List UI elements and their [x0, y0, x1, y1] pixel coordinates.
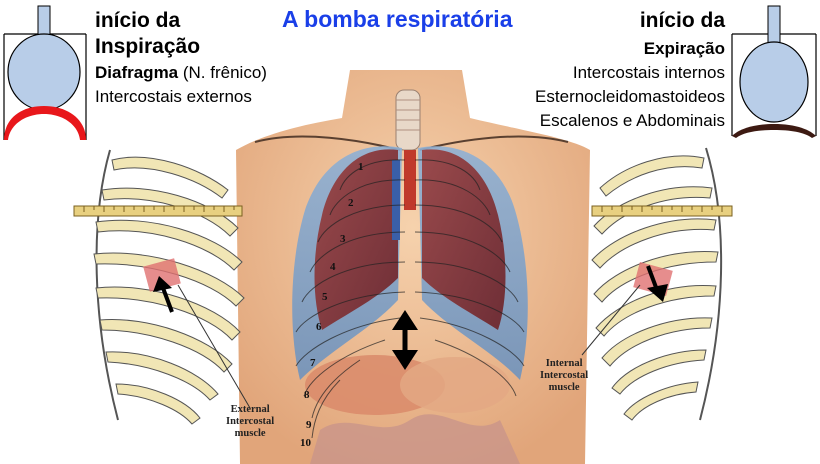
internal-label-line-3: muscle: [548, 382, 580, 393]
expiration-heading-1: início da: [639, 9, 725, 32]
left-spine: [95, 149, 119, 421]
diaphragm-label: Diafragma: [95, 63, 179, 82]
rib-number-1: 1: [358, 161, 364, 173]
rib-number-9: 9: [306, 419, 312, 431]
aorta: [404, 150, 416, 210]
internal-label-line-2: Intercostal: [540, 370, 589, 381]
inspiration-line-1: Diafragma (N. frênico): [95, 64, 267, 81]
rib-number-10: 10: [300, 437, 312, 449]
inspiration-diaphragm: [4, 106, 86, 140]
rib-number-4: 4: [330, 261, 336, 273]
external-label-line-3: muscle: [234, 428, 266, 439]
rib-numbers: 1 2 3 4 5 6 7 8 9 10: [300, 161, 364, 449]
expiration-diaphragm: [732, 124, 816, 138]
right-ruler: [591, 205, 733, 217]
external-intercostal-label: External Intercostal muscle: [226, 404, 274, 440]
expiration-balloon-diagram: [731, 5, 817, 138]
right-ribcage: [581, 147, 733, 421]
internal-intercostal-label: Internal Intercostal muscle: [540, 358, 588, 394]
expiration-balloon: [739, 41, 809, 123]
expiration-heading-2: Expiração: [643, 39, 725, 58]
right-lung: [422, 149, 506, 330]
left-ruler: [73, 205, 243, 217]
right-spine: [699, 147, 723, 421]
page-title: A bomba respiratória: [282, 6, 513, 32]
left-lung: [314, 149, 398, 330]
rib-number-6: 6: [316, 321, 322, 333]
left-ribcage: [73, 149, 251, 425]
phrenic-nerve-label: (N. frênico): [178, 63, 267, 82]
rib-number-2: 2: [348, 197, 354, 209]
vena-cava: [392, 160, 400, 240]
inspiration-balloon-diagram: [3, 5, 87, 140]
inspiration-heading-2: Inspiração: [95, 35, 201, 58]
right-down-arrow: [646, 265, 668, 302]
expiration-line-2: Esternocleidomastoideos: [535, 87, 725, 106]
inspiration-line-2: Intercostais externos: [95, 87, 252, 106]
torso-anatomy: [236, 70, 590, 464]
left-up-arrow: [153, 276, 174, 313]
internal-label-line-1: Internal: [545, 358, 583, 369]
inspiration-balloon: [7, 33, 81, 111]
rib-number-7: 7: [310, 357, 316, 369]
external-label-line-1: External: [230, 404, 270, 415]
stomach: [400, 357, 510, 413]
external-label-line-2: Intercostal: [226, 416, 275, 427]
rib-outlines: [295, 159, 525, 439]
rib-number-3: 3: [340, 233, 346, 245]
expiration-line-1: Intercostais internos: [572, 63, 725, 82]
right-label-pointer: [581, 284, 641, 356]
external-intercostal-patch: [143, 258, 181, 292]
intestines: [310, 414, 520, 464]
left-label-pointer: [177, 284, 251, 409]
inspiration-heading-1: início da: [95, 9, 181, 32]
rib-number-5: 5: [322, 291, 328, 303]
expiration-line-3: Escalenos e Abdominais: [539, 111, 725, 130]
rib-number-8: 8: [304, 389, 310, 401]
diaphragm-movement-arrow: [392, 310, 418, 370]
